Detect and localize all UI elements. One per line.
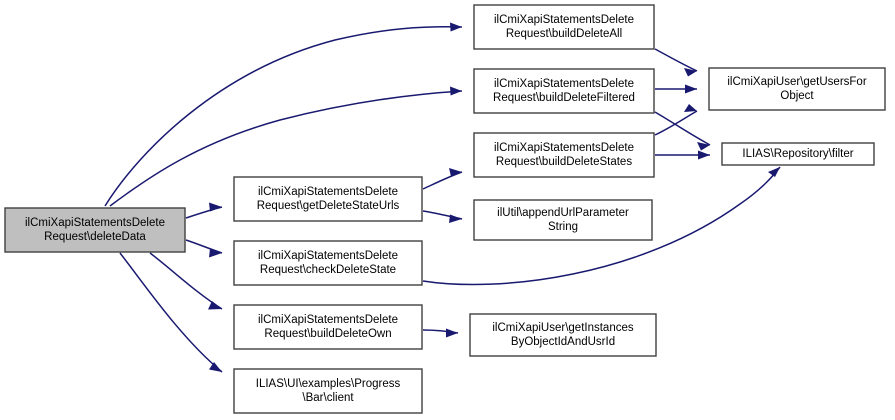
edge-line — [109, 90, 463, 207]
node-box[interactable] — [708, 67, 886, 111]
call-edge-deleteData-to-progressBarClient — [119, 252, 223, 373]
node-box[interactable] — [233, 304, 423, 350]
node-label-line: ilUtil\appendUrlParameter — [497, 207, 629, 219]
edge-line — [654, 48, 698, 72]
node-repositoryFilter[interactable]: ILIAS\Repository\filter — [721, 142, 875, 166]
node-label-line: ilCmiXapiStatementsDelete — [258, 314, 398, 326]
node-box[interactable] — [473, 199, 653, 241]
call-edge-deleteData-to-getDeleteStateUrls — [185, 202, 223, 219]
arrowhead-icon — [209, 202, 222, 212]
node-buildDeleteFiltered[interactable]: ilCmiXapiStatementsDeleteRequest\buildDe… — [473, 68, 655, 114]
node-label-line: Request\getDeleteStateUrls — [257, 200, 400, 212]
node-box[interactable] — [469, 313, 657, 357]
node-label-line: ilCmiXapiUser\getInstances — [492, 322, 634, 334]
arrowhead-icon — [698, 150, 710, 160]
node-label-line: Request\buildDeleteAll — [506, 28, 622, 40]
node-box[interactable] — [721, 142, 875, 166]
node-buildDeleteOwn[interactable]: ilCmiXapiStatementsDeleteRequest\buildDe… — [233, 304, 423, 350]
node-label-line: ilCmiXapiStatementsDelete — [494, 78, 634, 90]
edge-line — [422, 171, 463, 190]
node-label-line: ilCmiXapiStatementsDelete — [494, 142, 634, 154]
node-box[interactable] — [233, 240, 423, 286]
node-checkDeleteState[interactable]: ilCmiXapiStatementsDeleteRequest\checkDe… — [233, 240, 423, 286]
edge-line — [149, 252, 223, 310]
node-box[interactable] — [233, 176, 423, 222]
edge-line — [119, 252, 223, 373]
arrowhead-icon — [208, 301, 222, 310]
node-label-line: ilCmiXapiStatementsDelete — [494, 14, 634, 26]
arrowhead-icon — [684, 104, 697, 112]
arrowhead-icon — [209, 248, 222, 258]
node-label-line: Request\buildDeleteFiltered — [493, 92, 635, 104]
node-label-line: Request\buildDeleteOwn — [264, 328, 391, 340]
arrowhead-icon — [450, 86, 462, 96]
node-getDeleteStateUrls[interactable]: ilCmiXapiStatementsDeleteRequest\getDele… — [233, 176, 423, 222]
node-label-line: ilCmiXapiUser\getUsersFor — [727, 76, 866, 88]
call-edge-checkDeleteState-to-repositoryFilter — [422, 166, 781, 286]
call-edge-deleteData-to-buildDeleteAll — [104, 22, 463, 207]
node-getInstancesByObjectIdAndUsrId[interactable]: ilCmiXapiUser\getInstancesByObjectIdAndU… — [469, 313, 657, 357]
node-label-line: Request\buildDeleteStates — [496, 156, 632, 168]
nodes-layer: ilCmiXapiStatementsDeleteRequest\deleteD… — [4, 4, 886, 414]
node-box[interactable] — [473, 68, 655, 114]
call-edge-buildDeleteFiltered-to-repositoryFilter — [654, 111, 711, 151]
node-label-line: ByObjectIdAndUsrId — [511, 336, 615, 348]
call-edge-buildDeleteStates-to-getUsersForObject — [654, 104, 698, 136]
node-label-line: ilCmiXapiStatementsDelete — [258, 186, 398, 198]
call-edge-getDeleteStateUrls-to-appendUrlParameterString — [422, 210, 463, 223]
edges-layer — [104, 22, 781, 373]
call-edge-deleteData-to-buildDeleteOwn — [149, 252, 223, 310]
call-edge-buildDeleteOwn-to-getInstancesByObjectIdAndUsrId — [422, 328, 459, 338]
node-deleteData[interactable]: ilCmiXapiStatementsDeleteRequest\deleteD… — [4, 207, 186, 253]
node-label-line: String — [548, 221, 578, 233]
node-box[interactable] — [4, 207, 186, 253]
arrowhead-icon — [446, 328, 458, 338]
edge-line — [104, 26, 463, 207]
arrowhead-icon — [450, 22, 462, 32]
node-label-line: ilCmiXapiStatementsDelete — [25, 217, 165, 229]
call-edge-deleteData-to-buildDeleteFiltered — [109, 86, 463, 207]
node-label-line: Request\deleteData — [44, 231, 146, 243]
node-label-line: ILIAS\Repository\filter — [742, 148, 853, 160]
node-label-line: Object — [780, 90, 814, 102]
arrowhead-icon — [684, 68, 697, 77]
arrowhead-icon — [697, 142, 710, 151]
arrowhead-icon — [449, 168, 462, 177]
arrowhead-icon — [209, 362, 222, 372]
node-label-line: Request\checkDeleteState — [260, 264, 396, 276]
node-progressBarClient[interactable]: ILIAS\UI\examples\Progress \Bar\client — [233, 368, 423, 414]
edge-line — [654, 110, 698, 136]
node-label-line: ILIAS\UI\examples\Progress — [256, 378, 401, 390]
call-edge-getDeleteStateUrls-to-buildDeleteStates — [422, 168, 463, 190]
node-box[interactable] — [233, 368, 423, 414]
edge-line — [654, 111, 711, 146]
arrowhead-icon — [768, 167, 780, 177]
node-box[interactable] — [473, 4, 655, 50]
node-box[interactable] — [473, 132, 655, 178]
edge-line — [422, 166, 781, 286]
arrowhead-icon — [685, 84, 697, 94]
call-edge-buildDeleteFiltered-to-getUsersForObject — [655, 84, 697, 94]
node-buildDeleteStates[interactable]: ilCmiXapiStatementsDeleteRequest\buildDe… — [473, 132, 655, 178]
node-label-line: ilCmiXapiStatementsDelete — [258, 250, 398, 262]
node-label-line: \Bar\client — [302, 392, 354, 404]
call-edge-buildDeleteAll-to-getUsersForObject — [654, 48, 698, 77]
call-edge-deleteData-to-checkDeleteState — [185, 239, 223, 258]
call-edge-buildDeleteStates-to-repositoryFilter — [655, 150, 710, 160]
node-buildDeleteAll[interactable]: ilCmiXapiStatementsDeleteRequest\buildDe… — [473, 4, 655, 50]
arrowhead-icon — [449, 214, 462, 223]
